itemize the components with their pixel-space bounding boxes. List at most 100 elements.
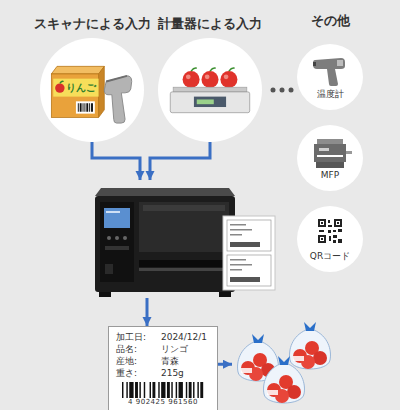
qr-icon-part bbox=[318, 235, 326, 243]
barcode-part bbox=[139, 382, 140, 398]
qr-icon-part bbox=[336, 221, 340, 225]
mfp-circle: MFP bbox=[297, 125, 363, 191]
barcode-part bbox=[152, 382, 155, 398]
box-print: りんご bbox=[66, 82, 96, 94]
qr-icon-part bbox=[328, 230, 331, 233]
thermometer-icon bbox=[297, 44, 363, 110]
qr-icon-part bbox=[320, 221, 324, 225]
scanner-illustration-part bbox=[76, 101, 95, 113]
qr-icon-part bbox=[321, 222, 323, 224]
thermometer-circle: 温度計 bbox=[297, 44, 363, 110]
apple-bags-illustration-part bbox=[290, 330, 331, 369]
scanner-illustration-part bbox=[51, 66, 104, 74]
field-name: 加工日: bbox=[116, 332, 149, 343]
printer-illustration-part bbox=[227, 255, 271, 286]
scanner-illustration-part bbox=[80, 103, 82, 112]
barcode-part bbox=[122, 382, 123, 398]
flow-arrow bbox=[150, 142, 210, 180]
printer-illustration-part bbox=[230, 224, 246, 226]
qr-icon-part bbox=[333, 240, 336, 243]
printer-illustration-part bbox=[230, 269, 242, 271]
apple-bags-illustration-part bbox=[278, 356, 290, 365]
apple-bags-illustration-part bbox=[264, 364, 305, 403]
qr-code-circle: QRコード bbox=[297, 206, 363, 272]
field-value: リンゴ bbox=[161, 344, 210, 355]
apple-bags-illustration-part bbox=[241, 368, 252, 373]
printer-illustration-part bbox=[105, 264, 113, 274]
group-heading: その他 bbox=[311, 13, 350, 29]
thermometer-icon-part bbox=[313, 62, 316, 66]
mfp-icon-part bbox=[319, 148, 329, 151]
thermometer-icon-part bbox=[337, 60, 343, 66]
thermometer-icon-part bbox=[313, 58, 345, 86]
scale-illustration-part bbox=[210, 68, 216, 71]
label-fields: 加工日:2024/12/1品名:リンゴ産地:青森重さ:215g bbox=[116, 332, 210, 379]
mfp-icon-part bbox=[314, 144, 346, 162]
mfp-icon-part bbox=[317, 139, 343, 144]
apple-bags-illustration-part bbox=[267, 390, 278, 395]
apple-bags-illustration-part bbox=[304, 322, 316, 331]
qr-icon-part bbox=[334, 219, 342, 227]
printer-illustration-part bbox=[104, 208, 130, 228]
barcode-part bbox=[129, 382, 133, 398]
device-caption: QRコード bbox=[297, 251, 363, 262]
printed-label: 加工日:2024/12/1品名:リンゴ産地:青森重さ:215g4 902425 … bbox=[108, 326, 218, 410]
qr-icon-part bbox=[319, 230, 324, 232]
field-value: 2024/12/1 bbox=[161, 332, 210, 343]
apple-bags-illustration-part bbox=[287, 385, 301, 399]
printer-illustration-part bbox=[100, 202, 134, 282]
printer-illustration-part bbox=[139, 260, 229, 267]
barcode-part bbox=[197, 382, 198, 398]
mfp-icon-part bbox=[317, 155, 343, 157]
scale-illustration-part bbox=[194, 97, 226, 107]
printer-illustration-part bbox=[230, 242, 260, 247]
printer-illustration-part bbox=[95, 196, 235, 292]
scanner-illustration-part bbox=[53, 79, 98, 97]
scale-illustration-part bbox=[170, 92, 249, 113]
qr-icon-part bbox=[318, 219, 326, 227]
printer-illustration-part bbox=[115, 236, 119, 240]
printer-illustration-part bbox=[227, 220, 271, 251]
qr-icon-part bbox=[333, 235, 337, 238]
device-caption: MFP bbox=[297, 170, 363, 181]
printer-illustration-part bbox=[99, 292, 111, 297]
apple-bags-illustration-part bbox=[252, 334, 264, 343]
barcode-part bbox=[158, 382, 159, 398]
barcode-part bbox=[188, 382, 191, 398]
printer-illustration-part bbox=[123, 236, 127, 240]
field-name: 産地: bbox=[116, 356, 149, 367]
input-heading: 計量器による入力 bbox=[158, 16, 262, 32]
scanner-illustration-part bbox=[104, 76, 131, 123]
field-name: 重さ: bbox=[116, 368, 149, 379]
mfp-icon bbox=[297, 125, 363, 191]
printer-illustration-part bbox=[139, 268, 229, 271]
scanner-illustration-part bbox=[60, 81, 64, 83]
barcode-part bbox=[166, 382, 169, 398]
flow-arrow bbox=[146, 298, 149, 326]
scanner-illustration-part bbox=[99, 66, 105, 117]
barcode-part bbox=[193, 382, 194, 398]
scale-illustration-part bbox=[220, 71, 237, 88]
scale-illustration-part bbox=[201, 71, 218, 88]
printer-illustration-part bbox=[230, 259, 246, 261]
field-name: 品名: bbox=[116, 344, 149, 355]
barcode-digits: 4 902425 961560 bbox=[116, 398, 210, 407]
printer-illustration-part bbox=[106, 211, 120, 213]
apple-bags bbox=[232, 318, 336, 408]
apple-bags-illustration bbox=[232, 318, 336, 408]
scale-illustration-part bbox=[183, 71, 200, 88]
scanner-illustration-part bbox=[51, 74, 98, 117]
barcode-part bbox=[171, 382, 172, 398]
flow-arrow bbox=[218, 363, 232, 366]
printer-illustration-part bbox=[230, 277, 260, 282]
printer-illustration bbox=[95, 180, 295, 298]
barcode-part bbox=[161, 382, 165, 398]
barcode-part bbox=[143, 382, 144, 398]
ellipsis-dot bbox=[289, 88, 294, 93]
printer-illustration-part bbox=[143, 205, 225, 211]
qr-icon-part bbox=[318, 219, 342, 243]
scanner-illustration-part bbox=[106, 76, 127, 82]
printer-illustration-part bbox=[105, 246, 129, 250]
flow-arrow bbox=[92, 142, 140, 180]
